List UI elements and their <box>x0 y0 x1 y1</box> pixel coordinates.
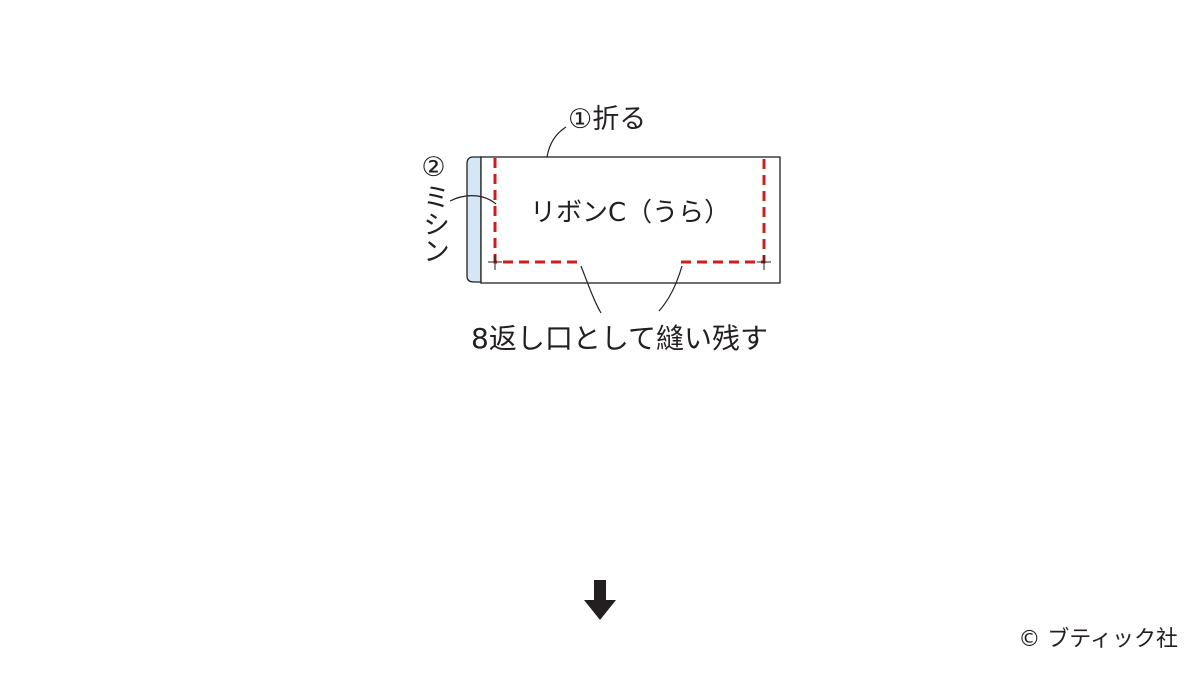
opening-label: 8返し口として縫い残す <box>471 322 768 355</box>
leader-lines <box>449 126 683 314</box>
leader-opening-right <box>658 265 683 312</box>
down-arrow-icon <box>584 580 616 620</box>
ribbon-label: リボンC（うら） <box>530 198 731 228</box>
fold-label: ①折る <box>568 104 647 135</box>
folded-edge <box>466 156 482 283</box>
machine-stitch-label: ②ミシン <box>418 152 449 264</box>
corner-marks <box>488 255 771 270</box>
copyright-notice: © ブティック社 <box>1018 627 1178 652</box>
leader-machine <box>449 195 497 205</box>
leader-fold <box>546 126 567 158</box>
leader-opening-left <box>580 265 602 314</box>
